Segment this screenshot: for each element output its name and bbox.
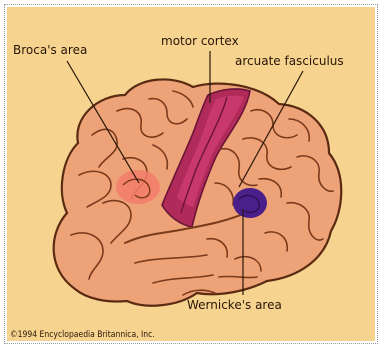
broca-area-label: Broca's area xyxy=(13,43,87,57)
wernicke-area-label: Wernicke's area xyxy=(187,298,282,312)
brain-diagram: Broca's area motor cortex arcuate fascic… xyxy=(7,7,375,341)
copyright-notice: ©1994 Encyclopaedia Britannica, Inc. xyxy=(10,330,155,340)
motor-cortex-label: motor cortex xyxy=(161,34,239,48)
wernicke-area-region xyxy=(233,188,267,218)
arcuate-fasciculus-label: arcuate fasciculus xyxy=(235,54,344,68)
broca-area-region xyxy=(116,170,160,204)
diagram-panel: Broca's area motor cortex arcuate fascic… xyxy=(7,7,375,341)
